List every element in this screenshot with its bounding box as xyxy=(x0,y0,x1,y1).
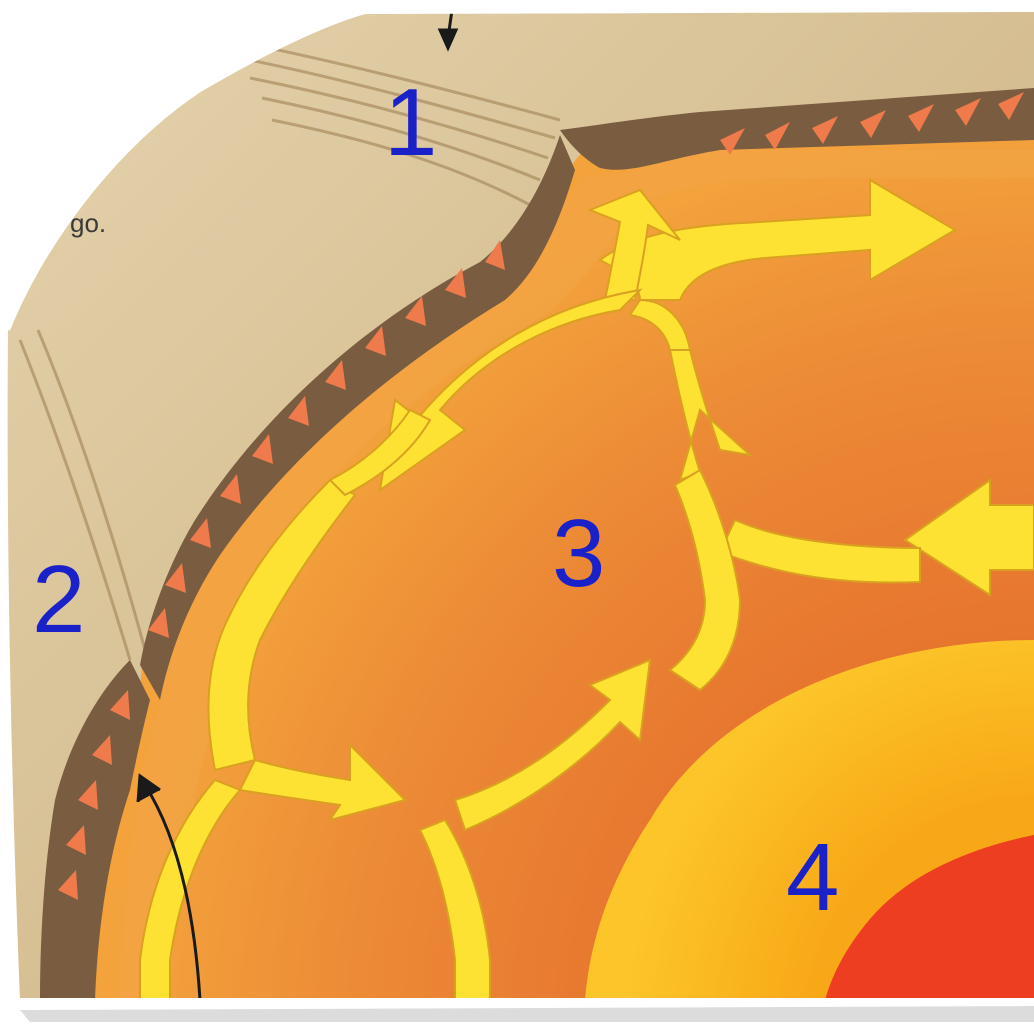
label-1: 1 xyxy=(384,69,437,176)
label-4: 4 xyxy=(786,824,839,931)
paper-shadow xyxy=(20,1006,1034,1022)
label-2: 2 xyxy=(32,546,85,653)
label-3: 3 xyxy=(552,500,605,607)
corner-text-fragment: go. xyxy=(70,208,106,238)
